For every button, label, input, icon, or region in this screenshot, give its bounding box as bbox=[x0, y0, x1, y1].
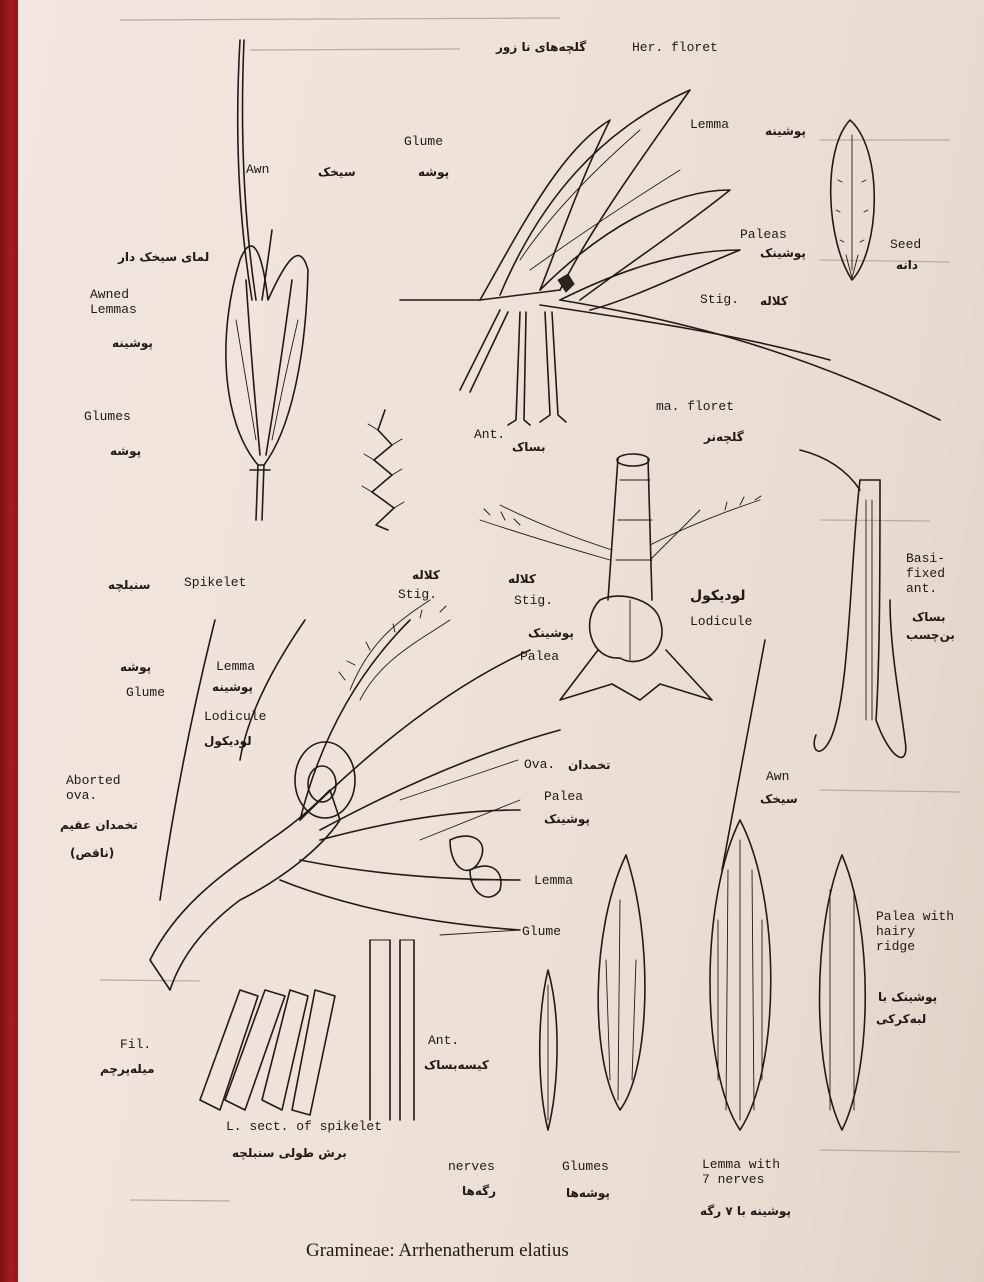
glumes-left-fa-label: پوشه bbox=[110, 444, 141, 458]
basifixed-ant-fa2-label: بن‌چسب bbox=[906, 628, 955, 642]
awn-low-fa-label: سیخک bbox=[760, 792, 798, 806]
her-floret-label: Her. floret bbox=[632, 41, 718, 56]
awned-lemmas-label: Awned Lemmas bbox=[90, 288, 160, 318]
nerves-label: nerves bbox=[448, 1160, 495, 1175]
lodicule-left-fa-label: لودیکول bbox=[204, 734, 252, 748]
glumes-low-label: Glumes bbox=[562, 1160, 609, 1175]
ant-top-label: Ant. bbox=[474, 428, 505, 443]
awned-lemmas-fa-label: پوشینه bbox=[112, 336, 153, 350]
her-floret-fa-label: گلچه‌های نا زور bbox=[496, 40, 586, 54]
palea-low-fa-label: پوشینک bbox=[544, 812, 590, 826]
paleas-fa-label: پوشینک bbox=[760, 246, 806, 260]
stig-top-label: Stig. bbox=[700, 293, 739, 308]
lsect-label: L. sect. of spikelet bbox=[226, 1120, 382, 1135]
ant-low-fa-label: کیسه‌بساک bbox=[424, 1058, 489, 1072]
lemma-top-label: Lemma bbox=[690, 118, 729, 133]
seed-label: Seed bbox=[890, 238, 921, 253]
palea-mid-fa-label: پوشینک bbox=[528, 626, 574, 640]
glume-mid-label: Glume bbox=[126, 686, 165, 701]
glume-low-label: Glume bbox=[522, 925, 561, 940]
lemma-top-fa-label: پوشینه bbox=[765, 124, 806, 138]
palea-hairy-label: Palea with hairy ridge bbox=[876, 910, 976, 955]
lemma-7-label: Lemma with 7 nerves bbox=[702, 1158, 812, 1188]
leader-lines bbox=[400, 760, 520, 935]
awn-top-label: Awn bbox=[246, 163, 269, 178]
lemma-with-nerves-drawing bbox=[710, 640, 771, 1130]
palea-mid-label: Palea bbox=[520, 650, 559, 665]
stig-mid1-label: Stig. bbox=[398, 588, 437, 603]
lemma-mid-fa-label: پوشینه bbox=[212, 680, 253, 694]
spikelet-label: Spikelet bbox=[184, 576, 246, 591]
glumes-low-fa-label: پوشه‌ها bbox=[566, 1186, 610, 1200]
awned-spikelet-drawing bbox=[226, 40, 308, 520]
stig-mid1-fa-label: کلاله bbox=[412, 568, 440, 582]
aborted-ova-fa2-label: (ناقص) bbox=[70, 846, 114, 860]
figure-caption: Gramineae: Arrhenatherum elatius bbox=[306, 1240, 569, 1262]
lemma-low-label: Lemma bbox=[534, 874, 573, 889]
ma-floret-fa-label: گلچه‌نر bbox=[704, 430, 744, 444]
spikelet-fa-label: سنبلچه bbox=[108, 578, 150, 592]
glume-mid-fa-label: پوشه bbox=[120, 660, 151, 674]
seed-fa-label: دانه bbox=[896, 258, 918, 272]
awn-low-label: Awn bbox=[766, 770, 789, 785]
lodicule-left-label: Lodicule bbox=[204, 710, 266, 725]
anther-filament-drawing bbox=[200, 940, 414, 1120]
fil-fa-label: میله‌پرچم bbox=[100, 1062, 155, 1076]
lsect-fa-label: برش طولی سنبلچه bbox=[232, 1146, 347, 1160]
nerves-fa-label: رگه‌ها bbox=[462, 1184, 496, 1198]
stig-top-fa-label: کلاله bbox=[760, 294, 788, 308]
ova-fa-label: تخمدان bbox=[568, 758, 611, 772]
stig-mid2-label: Stig. bbox=[514, 594, 553, 609]
aborted-ova-fa1-label: تخمدان عقیم bbox=[60, 818, 138, 832]
palea-hairy-fa2-label: لبه‌کرکی bbox=[876, 1012, 926, 1026]
lemma-mid-label: Lemma bbox=[216, 660, 255, 675]
basifixed-anther-drawing bbox=[800, 450, 906, 757]
awned-lemma-fa-label: لمای سیخک دار bbox=[118, 250, 209, 264]
basifixed-ant-fa1-label: بساک bbox=[912, 610, 946, 624]
ova-label: Ova. bbox=[524, 758, 555, 773]
aborted-ova-label: Aborted ova. bbox=[66, 774, 146, 804]
glume-top-label: Glume bbox=[404, 135, 443, 150]
glume-drawing bbox=[540, 970, 557, 1130]
lodicule-right-fa-label: لودیکول bbox=[690, 588, 746, 604]
basifixed-ant-label: Basi- fixed ant. bbox=[906, 552, 962, 597]
lemma-7-fa-label: پوشینه با ۷ رگه bbox=[700, 1204, 791, 1218]
seed-drawing bbox=[831, 120, 875, 280]
fil-label: Fil. bbox=[120, 1038, 151, 1053]
palea-low-label: Palea bbox=[544, 790, 583, 805]
awn-top-fa-label: سیخک bbox=[318, 165, 356, 179]
glume2-drawing bbox=[598, 855, 645, 1110]
palea-hairy-drawing bbox=[820, 855, 866, 1130]
rachis-drawing bbox=[362, 410, 404, 530]
paleas-label: Paleas bbox=[740, 228, 787, 243]
lodicule-right-label: Lodicule bbox=[690, 615, 752, 630]
stig-mid2-fa-label: کلاله bbox=[508, 572, 536, 586]
ma-floret-label: ma. floret bbox=[656, 400, 734, 415]
glume-top-fa-label: پوشه bbox=[418, 165, 449, 179]
ant-top-fa-label: بساک bbox=[512, 440, 546, 454]
glumes-left-label: Glumes bbox=[84, 410, 131, 425]
palea-hairy-fa1-label: پوشینک با bbox=[878, 990, 937, 1004]
ant-low-label: Ant. bbox=[428, 1034, 459, 1049]
